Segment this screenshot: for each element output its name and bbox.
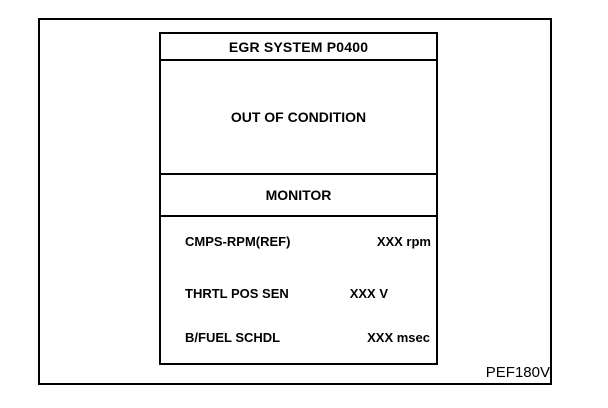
monitor-list: CMPS-RPM(REF) XXX rpm THRTL POS SEN XXX … xyxy=(161,217,436,363)
monitor-row: THRTL POS SEN XXX V xyxy=(161,286,436,306)
figure-frame xyxy=(38,18,552,385)
monitor-item-value: XXX V xyxy=(349,286,388,301)
monitor-item-label: THRTL POS SEN xyxy=(185,286,289,301)
consult-screen: EGR SYSTEM P0400 OUT OF CONDITION MONITO… xyxy=(159,32,438,365)
monitor-header: MONITOR xyxy=(161,175,436,217)
monitor-item-label: CMPS-RPM(REF) xyxy=(185,234,291,249)
monitor-item-value: XXX msec xyxy=(367,330,430,345)
monitor-item-value: XXX rpm xyxy=(376,234,431,249)
monitor-row: CMPS-RPM(REF) XXX rpm xyxy=(161,234,436,254)
monitor-row: B/FUEL SCHDL XXX msec xyxy=(161,330,436,350)
monitor-item-label: B/FUEL SCHDL xyxy=(185,330,281,345)
screen-title: EGR SYSTEM P0400 xyxy=(161,34,436,61)
figure-code: PEF180V xyxy=(485,364,550,381)
status-message: OUT OF CONDITION xyxy=(161,61,436,175)
